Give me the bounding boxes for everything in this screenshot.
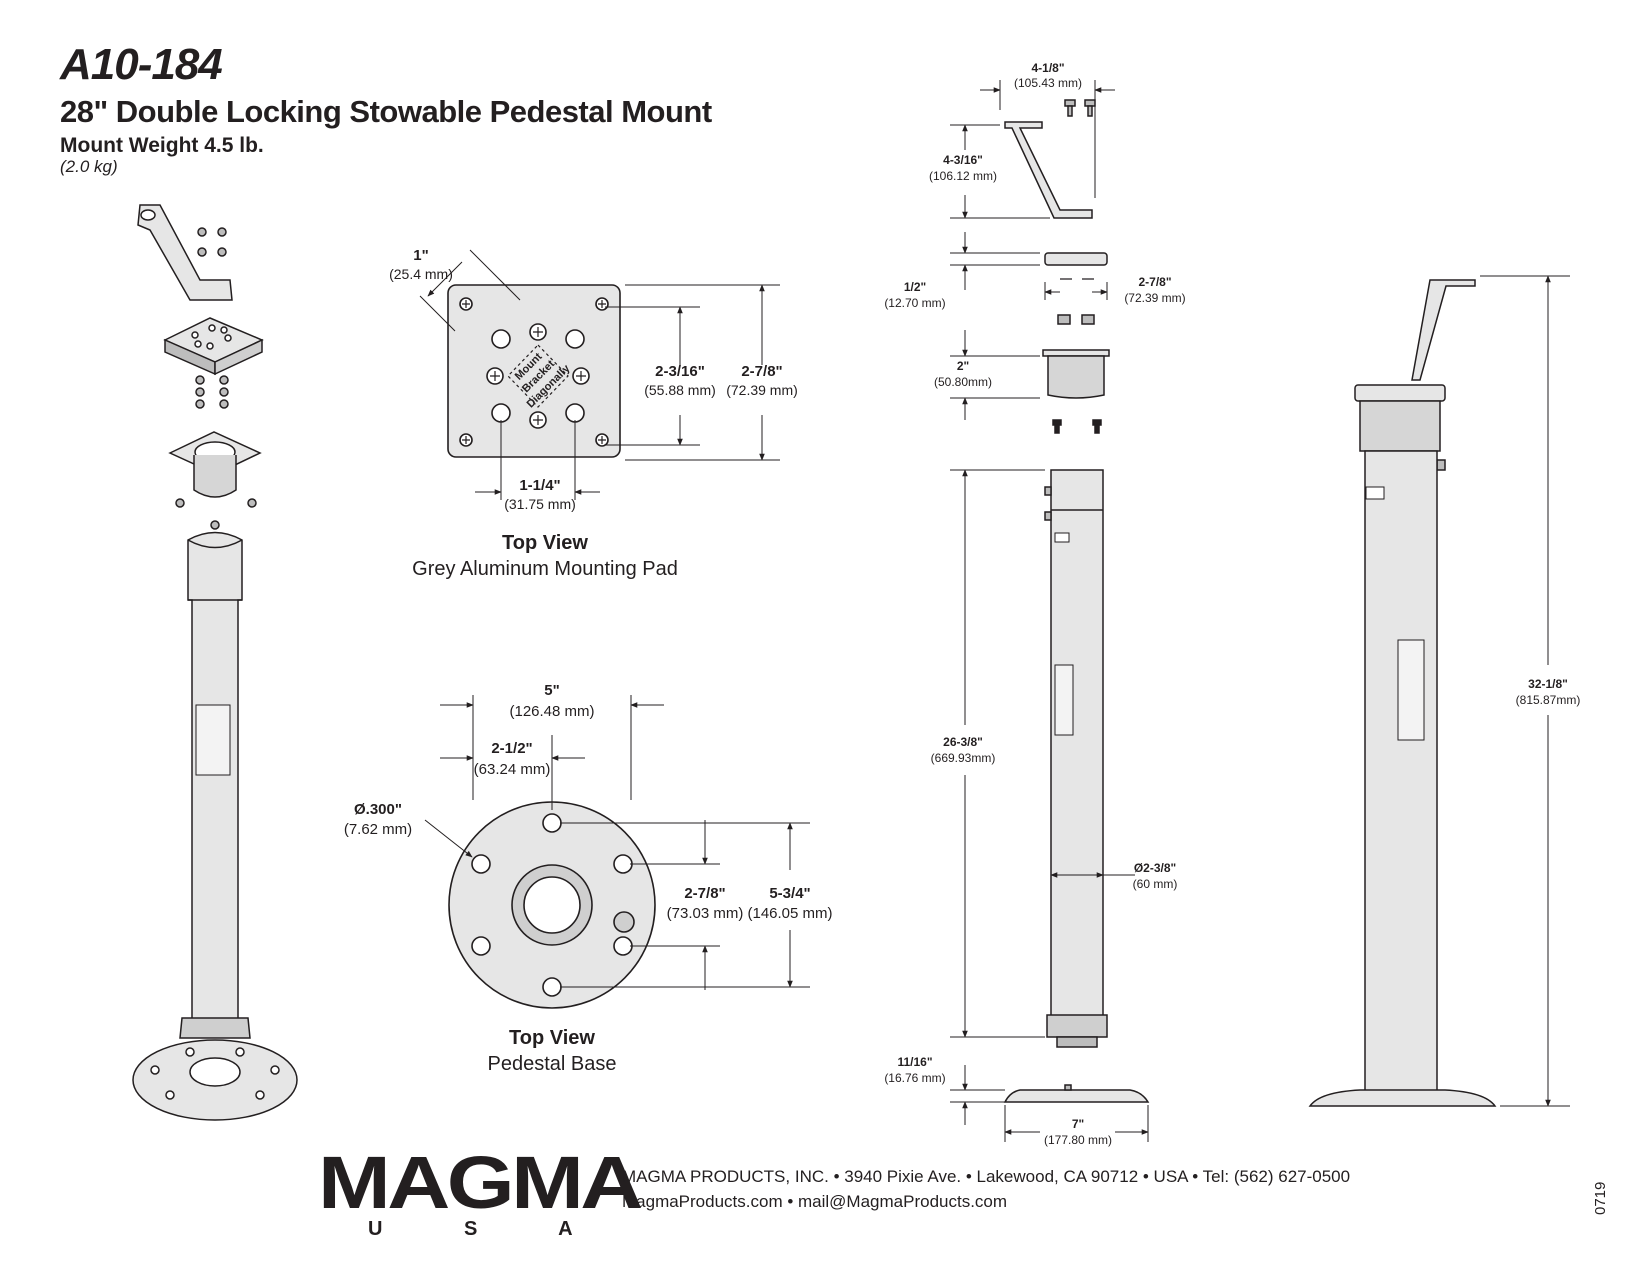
pad-thickness-in: 1/2" xyxy=(904,280,926,294)
base-outer-in: 5-3/4" xyxy=(769,885,810,902)
tube-length-mm: (669.93mm) xyxy=(931,751,996,765)
diagonal-bracket-outline xyxy=(507,344,569,408)
base-caption-title: Top View xyxy=(509,1027,595,1049)
pedestal-pole-iso xyxy=(187,531,243,1021)
mounting-pad-plate xyxy=(447,284,621,458)
base-socket-hole xyxy=(523,876,581,934)
base-half-in: 2-1/2" xyxy=(491,740,532,757)
base-width-in: 5" xyxy=(544,682,559,699)
exploded-isometric-view xyxy=(132,204,298,1121)
product-title: 28" Double Locking Stowable Pedestal Mou… xyxy=(60,94,712,129)
base-dimension-lines xyxy=(424,695,810,990)
model-number: A10-184 xyxy=(60,40,223,89)
side-dimension-lines xyxy=(950,80,1149,1142)
bracket-height-in: 4-3/16" xyxy=(943,153,983,167)
sleeve-height-in: 2" xyxy=(957,359,969,373)
side-bracket xyxy=(1004,121,1093,219)
bracket-width-in: 4-1/8" xyxy=(1031,61,1064,75)
logo-wordmark: MAGMA xyxy=(318,1141,643,1224)
exploded-side-view xyxy=(1003,99,1150,1103)
assembled-pad xyxy=(1354,384,1446,402)
side-sleeve-flange xyxy=(1042,349,1110,357)
assembled-tube xyxy=(1364,450,1438,1097)
side-base xyxy=(1003,1089,1150,1103)
base-dia-mm: (177.80 mm) xyxy=(1044,1133,1112,1147)
pad-holes xyxy=(491,329,585,423)
pad-caption-title: Top View xyxy=(502,532,588,554)
pad-thickness-mm: (12.70 mm) xyxy=(884,296,945,310)
base-caption-sub: Pedestal Base xyxy=(487,1053,617,1075)
base-inner-in: 2-7/8" xyxy=(684,885,725,902)
base-lock-pin xyxy=(613,911,635,933)
sleeve-height-mm: (50.80mm) xyxy=(934,375,992,389)
base-hole-in: Ø.300" xyxy=(354,801,402,818)
base-thickness-mm: (16.76 mm) xyxy=(884,1071,945,1085)
pad-outer-mm: (72.39 mm) xyxy=(726,382,798,398)
tube-dia-mm: (60 mm) xyxy=(1133,877,1178,891)
tube-dia-in: Ø2-3/8" xyxy=(1134,861,1176,875)
pad-screw-crosses xyxy=(462,300,606,444)
mount-weight-kg: (2.0 kg) xyxy=(60,157,118,176)
pad-spacing-mm: (31.75 mm) xyxy=(504,496,576,512)
magma-logo: MAGMA U S A xyxy=(318,1146,643,1241)
base-hole-mm: (7.62 mm) xyxy=(344,821,412,838)
doc-code: 0719 xyxy=(1592,1181,1609,1215)
mounting-pad-top-view xyxy=(447,284,621,458)
pad-caption-sub: Grey Aluminum Mounting Pad xyxy=(412,558,678,580)
pad-diag-in: 1" xyxy=(413,247,428,264)
pad-spacing-in: 1-1/4" xyxy=(519,477,560,494)
total-height-mm: (815.87mm) xyxy=(1516,693,1581,707)
mount-weight: Mount Weight 4.5 lb. xyxy=(60,134,264,157)
nuts-washers xyxy=(195,375,229,409)
pad-width-mm: (72.39 mm) xyxy=(1124,291,1185,305)
pad-inner-in: 2-3/16" xyxy=(655,363,705,380)
logo-usa: U S A xyxy=(368,1218,611,1240)
bracket-screws xyxy=(197,227,227,257)
bracket-height-mm: (106.12 mm) xyxy=(929,169,997,183)
base-inner-mm: (73.03 mm) xyxy=(667,905,744,922)
assembled-bracket xyxy=(1411,279,1476,381)
side-bracket-screws xyxy=(1064,99,1096,117)
base-dia-in: 7" xyxy=(1072,1117,1084,1131)
side-mounting-pad xyxy=(1044,252,1108,266)
bracket-width-mm: (105.43 mm) xyxy=(1014,76,1082,90)
company-web: MagmaProducts.com • mail@MagmaProducts.c… xyxy=(622,1192,1008,1211)
swing-bracket xyxy=(137,204,233,301)
tube-length-in: 26-3/8" xyxy=(943,735,983,749)
side-tube xyxy=(1050,469,1104,1021)
total-height-in: 32-1/8" xyxy=(1528,677,1568,691)
pad-width-in: 2-7/8" xyxy=(1138,275,1171,289)
assembled-side-view xyxy=(1308,279,1497,1107)
base-half-mm: (63.24 mm) xyxy=(474,761,551,778)
base-outer-mm: (146.05 mm) xyxy=(747,905,832,922)
pad-inner-mm: (55.88 mm) xyxy=(644,382,716,398)
assembled-base xyxy=(1308,1089,1497,1107)
company-address: MAGMA PRODUCTS, INC. • 3940 Pixie Ave. •… xyxy=(622,1167,1351,1186)
base-width-mm: (126.48 mm) xyxy=(509,703,594,720)
pad-diag-mm: (25.4 mm) xyxy=(389,266,453,282)
pad-dimension-lines xyxy=(419,249,780,500)
assembled-sleeve xyxy=(1359,400,1441,452)
pedestal-base-top-view xyxy=(448,801,656,1009)
base-thickness-in: 11/16" xyxy=(897,1055,932,1069)
side-tube-collar xyxy=(1046,1014,1108,1038)
total-height-dimension xyxy=(1480,275,1570,1107)
pad-outer-in: 2-7/8" xyxy=(741,363,782,380)
side-sleeve xyxy=(1047,355,1105,399)
